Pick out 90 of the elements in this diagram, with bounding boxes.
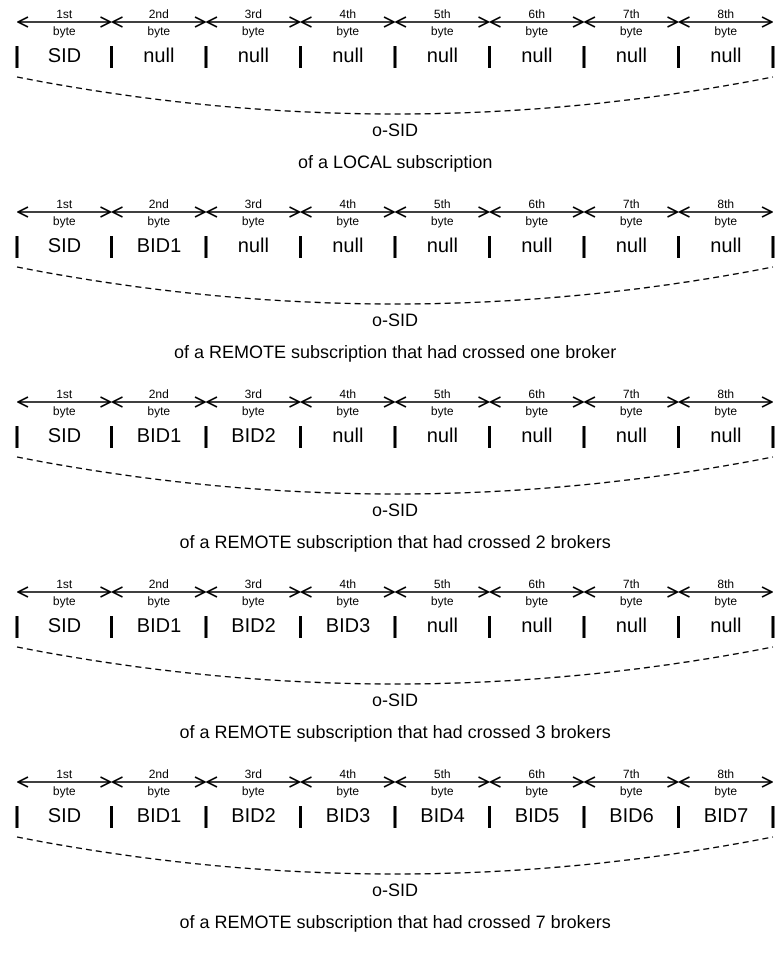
field-value: null	[710, 234, 742, 258]
caption: of a REMOTE subscription that had crossed 3 brokers	[180, 721, 611, 743]
byte-label: 3rd byte	[240, 766, 266, 800]
field-value: SID	[48, 804, 82, 828]
field-value: BID2	[231, 424, 276, 448]
field-value: null	[616, 424, 647, 448]
byte-label: 6th byte	[524, 386, 550, 420]
field-value: BID1	[136, 234, 182, 258]
field-value: BID5	[514, 804, 560, 828]
field-value: null	[143, 44, 174, 68]
byte-label: 7th byte	[618, 766, 644, 800]
byte-label: 1st byte	[52, 6, 77, 40]
field-value: null	[710, 44, 742, 68]
field-value: BID7	[704, 804, 748, 828]
byte-label: 7th byte	[618, 576, 644, 610]
byte-label: 2nd byte	[146, 576, 172, 610]
field-value: null	[521, 614, 552, 638]
byte-label: 4th byte	[335, 6, 360, 40]
byte-label: 4th byte	[335, 576, 360, 610]
field-value: null	[710, 614, 742, 638]
byte-label: 2nd byte	[146, 386, 172, 420]
bracket-label: o-SID	[372, 879, 418, 901]
byte-label: 8th byte	[713, 196, 738, 230]
field-value: null	[521, 424, 552, 448]
caption: of a REMOTE subscription that had crossed 2 brokers	[180, 531, 611, 553]
byte-label: 6th byte	[524, 766, 550, 800]
field-value: SID	[48, 234, 82, 258]
caption: of a LOCAL subscription	[298, 151, 492, 173]
byte-label: 3rd byte	[240, 386, 266, 420]
byte-label: 1st byte	[52, 386, 77, 420]
field-value: null	[238, 44, 269, 68]
field-value: SID	[48, 44, 82, 68]
bracket-label: o-SID	[372, 689, 418, 711]
field-value: BID1	[136, 614, 182, 638]
field-value: null	[238, 234, 269, 258]
byte-label: 1st byte	[52, 576, 77, 610]
field-value: BID3	[326, 614, 370, 638]
byte-label: 7th byte	[618, 386, 644, 420]
byte-label: 1st byte	[52, 766, 77, 800]
caption: of a REMOTE subscription that had crossed 7 brokers	[180, 911, 611, 933]
byte-label: 8th byte	[713, 766, 738, 800]
field-value: null	[332, 44, 364, 68]
byte-label: 8th byte	[713, 576, 738, 610]
field-value: null	[426, 234, 458, 258]
field-value: null	[332, 424, 364, 448]
byte-label: 2nd byte	[146, 6, 172, 40]
byte-label: 5th byte	[430, 196, 455, 230]
field-value: null	[616, 44, 647, 68]
field-value: BID1	[136, 804, 182, 828]
field-value: BID1	[136, 424, 182, 448]
field-value: null	[521, 234, 552, 258]
byte-label: 5th byte	[430, 576, 455, 610]
field-value: null	[426, 44, 458, 68]
byte-label: 4th byte	[335, 386, 360, 420]
byte-label: 2nd byte	[146, 766, 172, 800]
byte-label: 5th byte	[430, 6, 455, 40]
field-value: null	[426, 614, 458, 638]
byte-label: 6th byte	[524, 196, 550, 230]
byte-label: 5th byte	[430, 766, 455, 800]
byte-label: 4th byte	[335, 766, 360, 800]
byte-label: 6th byte	[524, 6, 550, 40]
bracket-label: o-SID	[372, 499, 418, 521]
field-value: BID2	[231, 614, 276, 638]
byte-label: 2nd byte	[146, 196, 172, 230]
byte-label: 3rd byte	[240, 6, 266, 40]
byte-label: 7th byte	[618, 196, 644, 230]
bracket-label: o-SID	[372, 309, 418, 331]
field-value: BID3	[326, 804, 370, 828]
byte-label: 6th byte	[524, 576, 550, 610]
field-value: SID	[48, 424, 82, 448]
byte-label: 5th byte	[430, 386, 455, 420]
byte-label: 8th byte	[713, 386, 738, 420]
field-value: null	[521, 44, 552, 68]
field-value: null	[426, 424, 458, 448]
byte-label: 8th byte	[713, 6, 738, 40]
byte-label: 3rd byte	[240, 576, 266, 610]
field-value: null	[616, 234, 647, 258]
field-value: SID	[48, 614, 82, 638]
byte-label: 4th byte	[335, 196, 360, 230]
caption: of a REMOTE subscription that had crossed one broker	[174, 341, 616, 363]
bracket-label: o-SID	[372, 119, 418, 141]
field-value: BID2	[231, 804, 276, 828]
field-value: BID6	[609, 804, 654, 828]
field-value: null	[616, 614, 647, 638]
field-value: null	[710, 424, 742, 448]
byte-label: 1st byte	[52, 196, 77, 230]
field-value: null	[332, 234, 364, 258]
byte-label: 3rd byte	[240, 196, 266, 230]
byte-label: 7th byte	[618, 6, 644, 40]
field-value: BID4	[420, 804, 465, 828]
